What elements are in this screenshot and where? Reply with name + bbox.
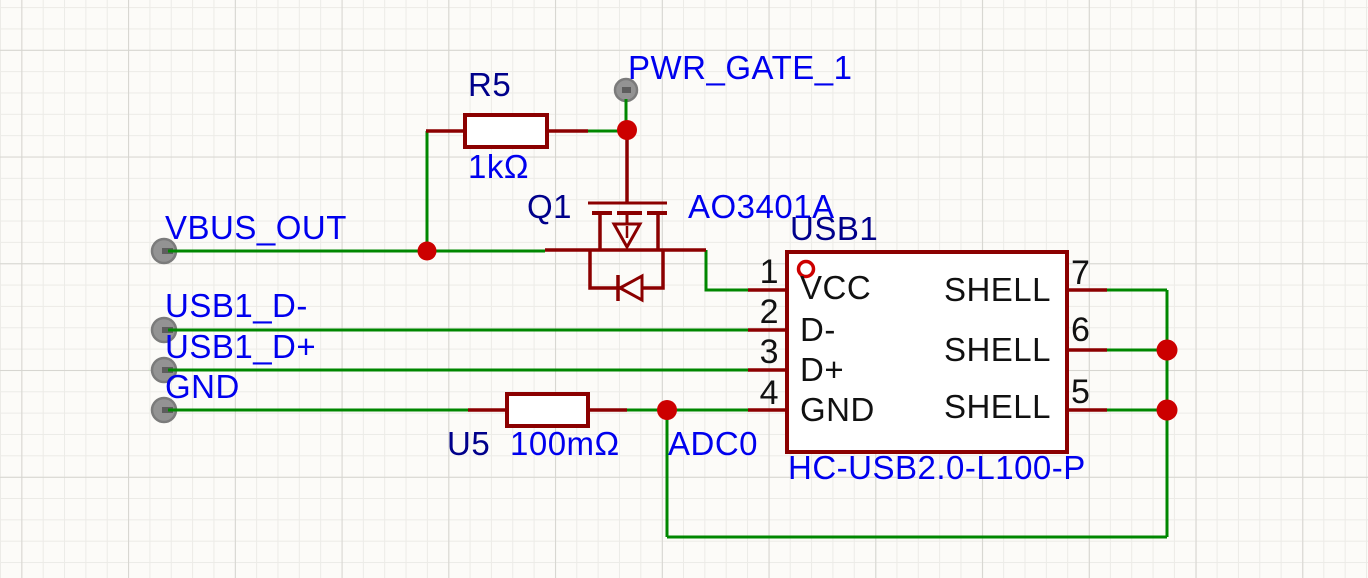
net-ports bbox=[150, 77, 639, 424]
pin-number-4: 4 bbox=[759, 374, 779, 412]
resistor-U5[interactable] bbox=[468, 392, 627, 428]
designator-Q1[interactable]: Q1 bbox=[527, 188, 573, 225]
pin-name-shell-5: SHELL bbox=[943, 388, 1051, 425]
port-pin-gnd[interactable] bbox=[150, 396, 178, 424]
junction-dot-shell6[interactable] bbox=[1156, 339, 1178, 361]
junction-dot-gate[interactable] bbox=[617, 120, 637, 140]
junction-dots bbox=[417, 120, 1178, 421]
net-label-adc0[interactable]: ADC0 bbox=[668, 425, 759, 462]
junction-dot-adc0[interactable] bbox=[657, 400, 677, 420]
net-label-usb1-dp[interactable]: USB1_D+ bbox=[165, 328, 317, 365]
designator-R5[interactable]: R5 bbox=[468, 66, 512, 103]
body-diode bbox=[616, 273, 644, 303]
resistor-R5[interactable] bbox=[426, 113, 588, 149]
pin-number-6: 6 bbox=[1071, 311, 1091, 349]
pin-number-2: 2 bbox=[759, 293, 779, 331]
pin-number-5: 5 bbox=[1071, 373, 1091, 411]
connector-USB1[interactable] bbox=[748, 250, 1107, 454]
pin1-indicator bbox=[796, 259, 816, 279]
net-label-vbus-out[interactable]: VBUS_OUT bbox=[165, 209, 347, 246]
net-label-gnd[interactable]: GND bbox=[165, 368, 240, 405]
designator-U5[interactable]: U5 bbox=[447, 425, 491, 462]
junction-dot-vbus[interactable] bbox=[417, 241, 437, 261]
value-USB1[interactable]: HC-USB2.0-L100-P bbox=[788, 449, 1086, 486]
junction-dot-shell5[interactable] bbox=[1156, 399, 1178, 421]
net-label-pwr-gate-1[interactable]: PWR_GATE_1 bbox=[628, 49, 853, 86]
pin-name-shell-7: SHELL bbox=[943, 271, 1051, 308]
value-U5[interactable]: 100mΩ bbox=[510, 425, 620, 462]
pin-name-dp: D+ bbox=[800, 351, 845, 388]
pin-name-shell-6: SHELL bbox=[943, 331, 1051, 368]
pin-name-vcc: VCC bbox=[800, 269, 872, 306]
pin-number-7: 7 bbox=[1071, 254, 1091, 292]
pin-number-3: 3 bbox=[759, 333, 779, 371]
value-R5[interactable]: 1kΩ bbox=[468, 148, 530, 185]
designator-USB1[interactable]: USB1 bbox=[790, 210, 879, 247]
value-Q1[interactable]: AO3401A bbox=[688, 188, 835, 225]
pin-name-gnd: GND bbox=[800, 391, 875, 428]
net-label-usb1-dm[interactable]: USB1_D- bbox=[165, 287, 308, 324]
wire-mosfet-to-pin1[interactable] bbox=[704, 250, 748, 292]
mosfet-Q1[interactable] bbox=[545, 130, 706, 303]
pin-number-1: 1 bbox=[759, 253, 779, 291]
pin-name-dm: D- bbox=[800, 311, 836, 348]
